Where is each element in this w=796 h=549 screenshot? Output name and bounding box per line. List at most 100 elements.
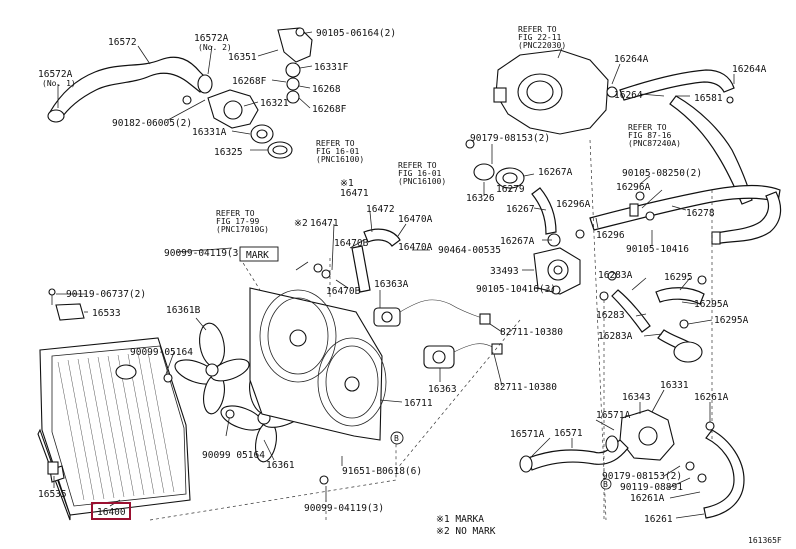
label-16361B[interactable]: 16361B: [166, 305, 201, 316]
fan-motor-16363: [423, 343, 503, 369]
label-16572A-no1[interactable]: 16572A: [38, 69, 73, 80]
fan-shroud-16711: [249, 287, 387, 441]
label-16470A-b[interactable]: 16470A: [398, 242, 433, 253]
label-16268F-b[interactable]: 16268F: [312, 104, 347, 115]
label-16471-b[interactable]: 16471: [310, 218, 339, 229]
label-16470B-b[interactable]: 16470B: [326, 286, 361, 297]
label-16533[interactable]: 16533: [92, 308, 121, 319]
label-16295[interactable]: 16295: [664, 272, 693, 283]
label-16296A-a[interactable]: 16296A: [556, 199, 591, 210]
label-16296A-b[interactable]: 16296A: [616, 182, 651, 193]
drain-cap-16535: [47, 461, 59, 475]
label-16279[interactable]: 16279: [496, 184, 525, 195]
label-16283A-a[interactable]: 16283A: [598, 270, 633, 281]
ref-17-99-line1: REFER TO: [216, 209, 255, 218]
label-16535[interactable]: 16535: [38, 489, 67, 500]
label-16325[interactable]: 16325: [214, 147, 243, 158]
mark-box-label: MARK: [246, 250, 269, 261]
label-16470A-a[interactable]: 16470A: [398, 214, 433, 225]
label-16264A-b[interactable]: 16264A: [732, 64, 767, 75]
label-90105-06164[interactable]: 90105-06164(2): [316, 28, 396, 39]
label-16471-a[interactable]: 16471: [340, 188, 369, 199]
label-33493[interactable]: 33493: [490, 266, 519, 277]
label-16261A-b[interactable]: 16261A: [630, 493, 665, 504]
radiator-16400: [37, 337, 191, 521]
mark-2-label: ※2: [294, 218, 308, 229]
label-16571[interactable]: 16571: [554, 428, 583, 439]
label-91651-B0618[interactable]: 91651-B0618(6): [342, 466, 422, 477]
label-16571A-a[interactable]: 16571A: [596, 410, 631, 421]
label-16267A-b[interactable]: 16267A: [500, 236, 535, 247]
label-16363[interactable]: 16363: [428, 384, 457, 395]
throttle-body: [493, 49, 618, 135]
label-16581[interactable]: 16581: [694, 93, 723, 104]
label-16267A-a[interactable]: 16267A: [538, 167, 573, 178]
ref-17-99-line3: (PNC17010G): [216, 225, 269, 234]
label-16331[interactable]: 16331: [660, 380, 689, 391]
label-90179-08153-b[interactable]: 90179-08153(2): [602, 471, 682, 482]
label-90119-08891[interactable]: 90119-08891: [620, 482, 683, 493]
ref-16-01-b-line1: REFER TO: [398, 161, 437, 170]
ref-87-16-line2: FIG 87-16: [628, 131, 672, 140]
label-16351[interactable]: 16351: [228, 52, 257, 63]
label-90099-04119-a[interactable]: 90099-04119(3): [164, 248, 244, 259]
upper-hose-16572: [47, 56, 213, 123]
label-16343[interactable]: 16343: [622, 392, 651, 403]
label-16283[interactable]: 16283: [596, 310, 625, 321]
label-90099-05164[interactable]: 90099-05164: [130, 347, 193, 358]
label-90464-00535[interactable]: 90464-00535: [438, 245, 501, 256]
label-no2: (No. 2): [198, 43, 232, 52]
label-16268[interactable]: 16268: [312, 84, 341, 95]
label-16283A-b[interactable]: 16283A: [598, 331, 633, 342]
label-16572[interactable]: 16572: [108, 37, 137, 48]
circle-b-label-b: B: [603, 480, 608, 489]
mark-1-label: ※1: [340, 178, 354, 189]
label-90179-08153[interactable]: 90179-08153(2): [470, 133, 550, 144]
label-90119-06737[interactable]: 90119-06737(2): [66, 289, 146, 300]
label-16295A-a[interactable]: 16295A: [694, 299, 729, 310]
bracket-16533: [48, 288, 85, 321]
label-16267[interactable]: 16267: [506, 204, 535, 215]
legend-no-mark: ※2 NO MARK: [436, 526, 496, 537]
fan-16361B: [174, 322, 250, 415]
label-82711-10380-a[interactable]: 82711-10380: [500, 327, 563, 338]
circle-b-marker-a: [390, 431, 404, 445]
label-16326[interactable]: 16326: [466, 193, 495, 204]
ref-17-99-line2: FIG 17-99: [216, 217, 260, 226]
label-16571A-b[interactable]: 16571A: [510, 429, 545, 440]
label-16572A-no2[interactable]: 16572A: [194, 33, 229, 44]
ref-22-11-line2: FIG 22-11: [518, 33, 562, 42]
label-90105-10416-3[interactable]: 90105-10416(3): [476, 284, 556, 295]
label-16264A-a[interactable]: 16264A: [614, 54, 649, 65]
label-16321[interactable]: 16321: [260, 98, 289, 109]
label-16470B-a[interactable]: 16470B: [334, 238, 369, 249]
highlighted-part-box: [91, 502, 131, 520]
label-90105-08250[interactable]: 90105-08250(2): [622, 168, 702, 179]
label-82711-10380-b[interactable]: 82711-10380: [494, 382, 557, 393]
label-90182-06005[interactable]: 90182-06005(2): [112, 118, 192, 129]
fan-motor-16363A: [373, 299, 491, 327]
ref-22-11-line3: (PNC22030): [518, 41, 566, 50]
label-16472[interactable]: 16472: [366, 204, 395, 215]
label-16296[interactable]: 16296: [596, 230, 625, 241]
label-16361[interactable]: 16361: [266, 460, 295, 471]
water-outlet-16321: [207, 27, 313, 159]
label-90099-04119-b[interactable]: 90099-04119(3): [304, 503, 384, 514]
label-16261[interactable]: 16261: [644, 514, 673, 525]
label-16331A[interactable]: 16331A: [192, 127, 227, 138]
label-16261A-a[interactable]: 16261A: [694, 392, 729, 403]
label-16295A-b[interactable]: 16295A: [714, 315, 749, 326]
label-16264[interactable]: 16264: [614, 90, 643, 101]
label-90105-10416[interactable]: 90105-10416: [626, 244, 689, 255]
label-16331F[interactable]: 16331F: [314, 62, 349, 73]
ref-87-16-line1: REFER TO: [628, 123, 667, 132]
ref-16-01-a-line3: (PNC16100): [316, 155, 364, 164]
label-16400[interactable]: 16400: [97, 507, 126, 518]
label-16363A[interactable]: 16363A: [374, 279, 409, 290]
label-16711[interactable]: 16711: [404, 398, 433, 409]
label-16268F-a[interactable]: 16268F: [232, 76, 267, 87]
label-16278[interactable]: 16278: [686, 208, 715, 219]
label-90099-05164-b[interactable]: 90099 05164: [202, 450, 265, 461]
